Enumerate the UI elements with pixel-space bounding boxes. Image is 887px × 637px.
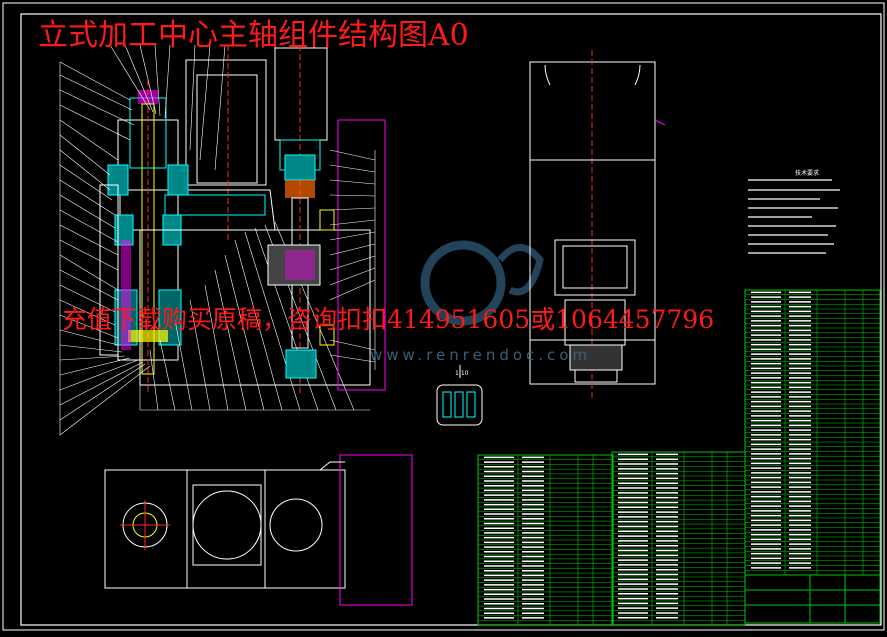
bom-table-3 [744,289,881,576]
watermark-logo [420,240,544,326]
watermark-text: 充值下载购买原稿，咨询扣扣414951605或1064457796 [62,305,715,334]
motor-shaft-view [267,45,386,395]
watermark-url: www.renrendoc.com [370,346,592,364]
main-section-view [59,44,371,436]
title-block [744,574,881,624]
section-scale: 1:10 [455,370,469,377]
frame-border [20,13,882,626]
plan-view [104,454,413,606]
side-view [529,50,666,400]
section-detail [436,365,483,426]
drawing-title: 立式加工中心主轴组件结构图A0 [38,18,469,53]
bom-table-1 [477,454,614,626]
bom-table-2 [611,451,746,626]
tech-requirements-title: 技术要求 [795,170,820,177]
bill-of-materials [477,289,881,626]
tech-requirements [748,179,840,254]
